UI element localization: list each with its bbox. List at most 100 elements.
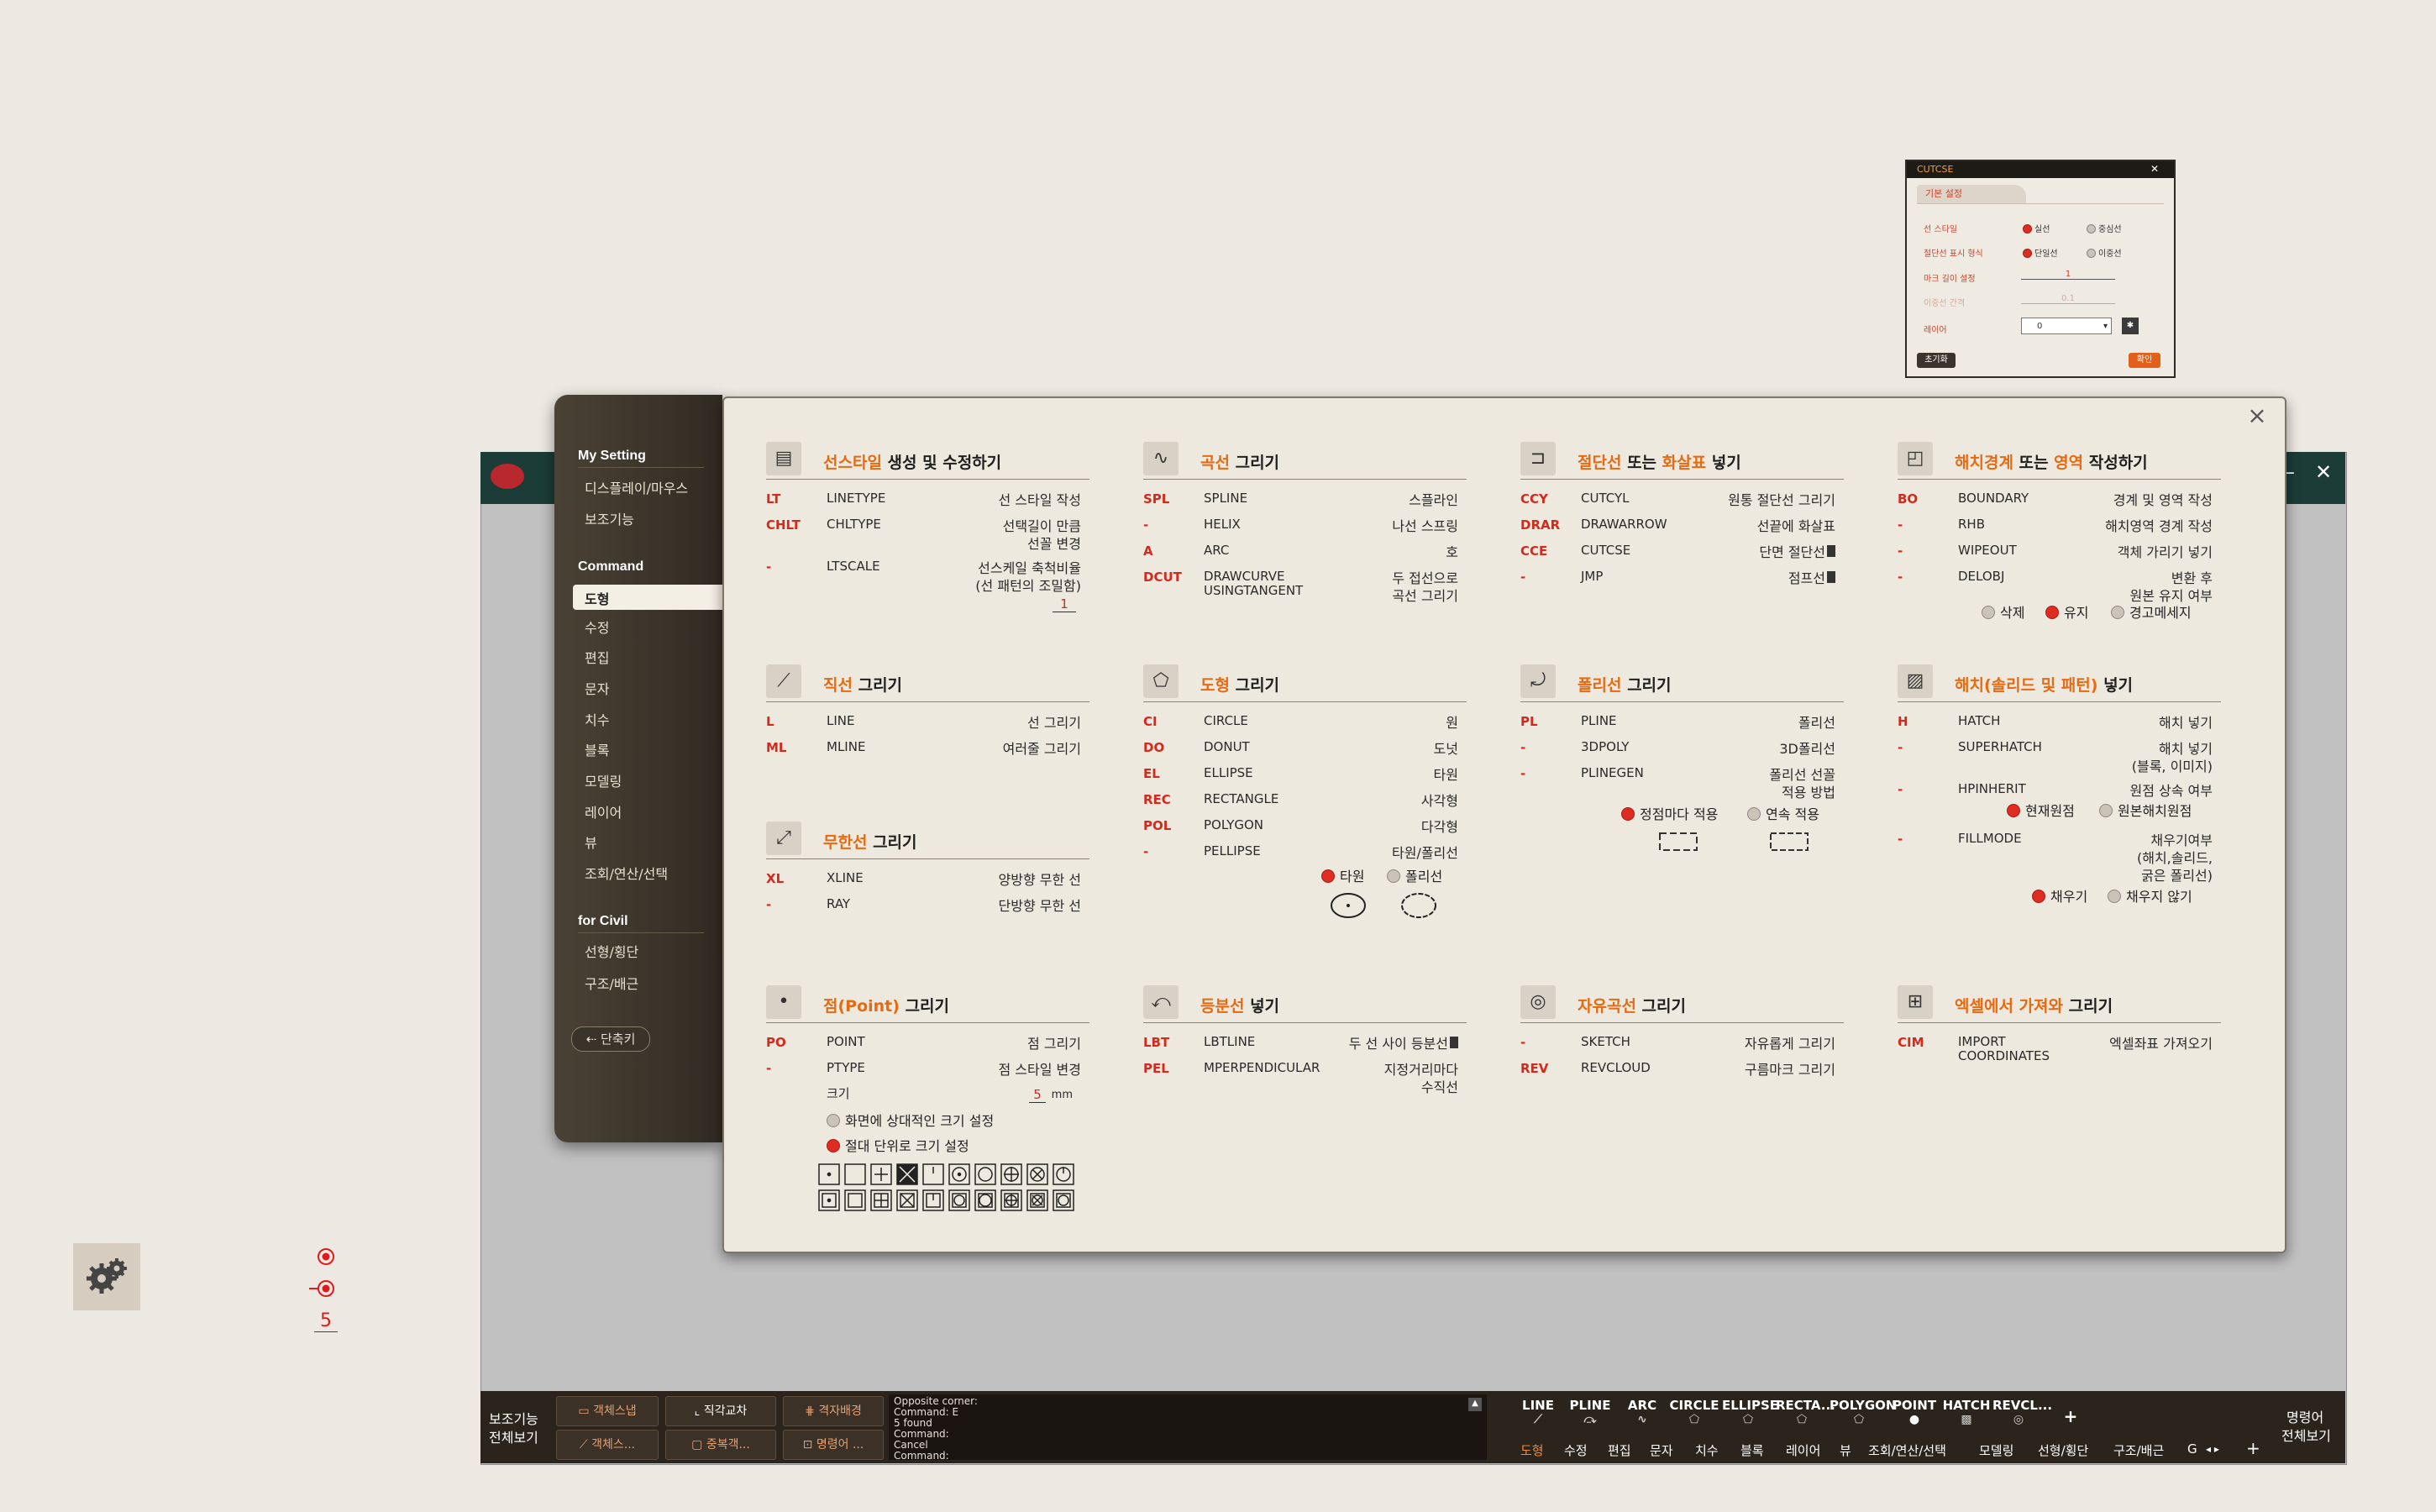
tool-hatch[interactable]: HATCH▩ bbox=[1942, 1398, 1991, 1426]
layer-picker-icon[interactable]: ✱ bbox=[2122, 318, 2139, 334]
tab-dimension[interactable]: 치수 bbox=[1695, 1443, 1719, 1458]
pointstyle-option[interactable] bbox=[948, 1163, 970, 1185]
command-fullview-label[interactable]: 전체보기 bbox=[2281, 1428, 2331, 1444]
radio-delete[interactable]: 삭제 bbox=[1982, 601, 2024, 622]
dialog-tab[interactable]: 기본 설정 bbox=[1917, 185, 2026, 203]
tab-more[interactable]: G bbox=[2187, 1441, 2197, 1457]
add-tool-icon[interactable]: + bbox=[2063, 1406, 2078, 1426]
grid-button[interactable]: ⋕ 격자배경 bbox=[783, 1396, 884, 1426]
radio-absolute-size[interactable]: 절대 단위로 크기 설정 bbox=[827, 1135, 969, 1155]
reset-button[interactable]: 초기화 bbox=[1917, 353, 1956, 368]
tool-rectangle[interactable]: RECTA...⬠ bbox=[1776, 1398, 1835, 1426]
dialog-radio[interactable]: 실선 bbox=[2023, 222, 2050, 234]
tool-point[interactable]: POINT● bbox=[1892, 1398, 1937, 1426]
gear-icon[interactable] bbox=[73, 1243, 140, 1310]
tab-modify[interactable]: 수정 bbox=[1564, 1443, 1588, 1458]
pointstyle-option[interactable] bbox=[844, 1163, 866, 1185]
pointstyle-option[interactable] bbox=[818, 1189, 840, 1211]
collapse-button[interactable]: ⇠ 단축키 bbox=[571, 1026, 650, 1052]
nav-item-modify[interactable]: 수정 bbox=[585, 620, 610, 636]
tab-structure[interactable]: 구조/배근 bbox=[2113, 1443, 2165, 1458]
settings-icon[interactable] bbox=[1450, 1037, 1458, 1048]
settings-icon[interactable] bbox=[1827, 545, 1835, 557]
pointstyle-option[interactable] bbox=[844, 1189, 866, 1211]
snap-target-icon[interactable] bbox=[316, 1247, 336, 1267]
pointstyle-option[interactable] bbox=[1000, 1163, 1022, 1185]
fullview-label[interactable]: 전체보기 bbox=[489, 1430, 538, 1446]
osnap-button[interactable]: ▭ 객체스냅 bbox=[556, 1396, 659, 1426]
panel-close-icon[interactable]: × bbox=[2247, 402, 2267, 429]
tab-modeling[interactable]: 모델링 bbox=[1979, 1443, 2014, 1458]
tab-layer[interactable]: 레이어 bbox=[1786, 1443, 1821, 1458]
pointstyle-option[interactable] bbox=[1026, 1163, 1048, 1185]
add-tab-icon[interactable]: + bbox=[2246, 1438, 2260, 1458]
pointstyle-option[interactable] bbox=[974, 1189, 996, 1211]
pointstyle-option[interactable] bbox=[922, 1163, 944, 1185]
command-label[interactable]: 명령어 bbox=[2286, 1410, 2324, 1425]
mark-length-input[interactable]: 1 bbox=[2021, 270, 2115, 280]
pointstyle-option[interactable] bbox=[818, 1163, 840, 1185]
radio-ellipse[interactable]: 타원 bbox=[1321, 865, 1364, 885]
pointstyle-option[interactable] bbox=[948, 1189, 970, 1211]
aux-label[interactable]: 보조기능 bbox=[489, 1411, 538, 1427]
tool-arc[interactable]: ARC∿ bbox=[1627, 1398, 1657, 1426]
tab-edit[interactable]: 편집 bbox=[1608, 1443, 1631, 1458]
pointstyle-option[interactable] bbox=[922, 1189, 944, 1211]
pointstyle-option[interactable] bbox=[870, 1163, 892, 1185]
radio-no-fill[interactable]: 채우지 않기 bbox=[2108, 885, 2192, 906]
pointstyle-option[interactable] bbox=[1026, 1189, 1048, 1211]
radio-relative-size[interactable]: 화면에 상대적인 크기 설정 bbox=[827, 1110, 994, 1130]
tab-query[interactable]: 조회/연산/선택 bbox=[1868, 1443, 1946, 1458]
pointstyle-option[interactable] bbox=[1000, 1189, 1022, 1211]
tool-ellipse[interactable]: ELLIPSE⬠ bbox=[1722, 1398, 1778, 1426]
nav-item-text[interactable]: 문자 bbox=[585, 681, 610, 697]
close-icon[interactable]: ✕ bbox=[2314, 460, 2333, 484]
nav-item-shape-selected[interactable]: 도형 bbox=[573, 585, 732, 610]
tool-circle[interactable]: CIRCLE⬠ bbox=[1669, 1398, 1719, 1426]
tool-pline[interactable]: PLINE⤼ bbox=[1569, 1398, 1611, 1426]
radio-warning[interactable]: 경고메세지 bbox=[2111, 601, 2192, 622]
nav-item-structure[interactable]: 구조/배근 bbox=[585, 976, 639, 992]
nav-item-display[interactable]: 디스플레이/마우스 bbox=[585, 480, 689, 496]
ok-button[interactable]: 확인 bbox=[2129, 353, 2160, 368]
dialog-radio[interactable]: 단일선 bbox=[2023, 246, 2058, 259]
snap-line-target-icon[interactable] bbox=[309, 1278, 338, 1299]
ortho-button[interactable]: ⌞ 직각교차 bbox=[665, 1396, 776, 1426]
nav-item-modeling[interactable]: 모델링 bbox=[585, 774, 622, 790]
tool-line[interactable]: LINE⟋ bbox=[1522, 1398, 1554, 1426]
tab-scroll-icon[interactable]: ◂ ▸ bbox=[2206, 1443, 2219, 1455]
settings-icon[interactable] bbox=[1827, 571, 1835, 583]
pointstyle-option[interactable] bbox=[1053, 1163, 1074, 1185]
